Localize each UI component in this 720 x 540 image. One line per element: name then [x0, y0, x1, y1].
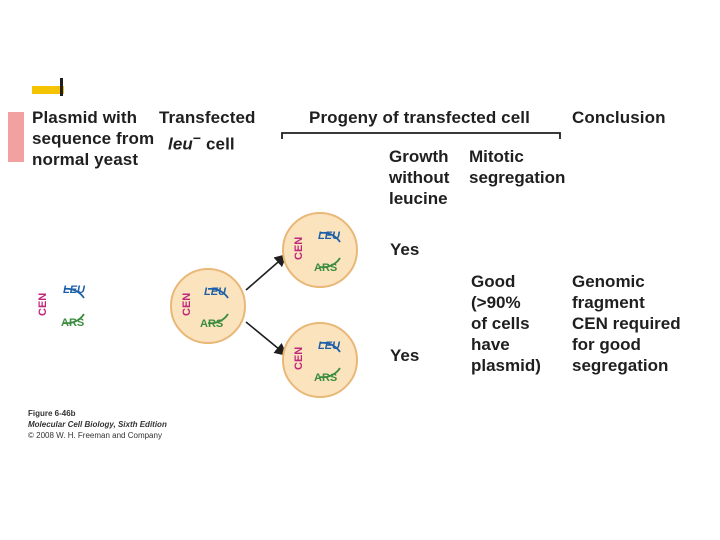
- arrow-to-bottom-progeny: [245, 321, 288, 357]
- header-conclusion: Conclusion: [572, 108, 666, 127]
- plasmid-transfected-leu-label: LEU: [204, 286, 227, 298]
- progeny-cell-top: [282, 212, 358, 288]
- arrow-to-top-progeny: [245, 253, 288, 291]
- caption-book-title: Molecular Cell Biology, Sixth Edition: [28, 420, 167, 429]
- progeny-cell-bottom: [282, 322, 358, 398]
- plasmid-bottom-cen-label: CEN: [293, 347, 305, 370]
- plasmid-progeny-bottom: CEN LEU ARS: [293, 340, 341, 384]
- plasmid-free: CEN LEU ARS: [37, 284, 86, 329]
- plasmid-free-leu-label: LEU: [63, 284, 86, 296]
- header-plasmid: Plasmid with sequence from normal yeast: [32, 108, 155, 169]
- transfected-cell: [170, 268, 246, 344]
- result-conclusion: Genomic fragment CEN required for good s…: [572, 272, 681, 375]
- column-growth-without-leucine: Growth without leucine: [389, 147, 450, 208]
- plasmid-free-cen-label: CEN: [37, 293, 49, 316]
- result-growth-top: Yes: [390, 240, 420, 259]
- plasmid-transfected: CEN LEU ARS: [181, 286, 229, 330]
- decorative-yellow-bar: [32, 86, 64, 94]
- header-transfected-gene: leu: [168, 134, 193, 154]
- figure-caption: Figure 6-46b Molecular Cell Biology, Six…: [28, 408, 167, 441]
- decorative-tick-mark: [60, 78, 63, 96]
- result-growth-bottom: Yes: [390, 346, 420, 365]
- plasmid-top-leu-label: LEU: [318, 230, 341, 242]
- plasmid-progeny-top: CEN LEU ARS: [293, 230, 341, 274]
- plasmid-top-ars-label: ARS: [314, 262, 337, 274]
- caption-copyright: © 2008 W. H. Freeman and Company: [28, 431, 162, 440]
- decorative-red-bar: [8, 112, 24, 162]
- plasmid-bottom-leu-label: LEU: [318, 340, 341, 352]
- plasmid-bottom-ars-label: ARS: [314, 372, 337, 384]
- header-transfected: Transfected leu− cell: [159, 107, 256, 155]
- header-transfected-suffix: cell: [201, 134, 235, 154]
- plasmid-free-ars-label: ARS: [61, 317, 84, 329]
- result-segregation: Good (>90% of cells have plasmid): [471, 272, 541, 375]
- progeny-bracket: [281, 132, 561, 139]
- plasmid-transfected-cen-label: CEN: [181, 293, 193, 316]
- plasmid-transfected-ars-label: ARS: [200, 318, 223, 330]
- header-transfected-superscript: −: [192, 130, 202, 146]
- column-mitotic-segregation: Mitotic segregation: [469, 147, 566, 187]
- header-transfected-prefix: Transfected: [159, 108, 256, 127]
- plasmid-top-cen-label: CEN: [293, 237, 305, 260]
- caption-figure-number: Figure 6-46b: [28, 409, 76, 418]
- header-progeny: Progeny of transfected cell: [309, 108, 530, 127]
